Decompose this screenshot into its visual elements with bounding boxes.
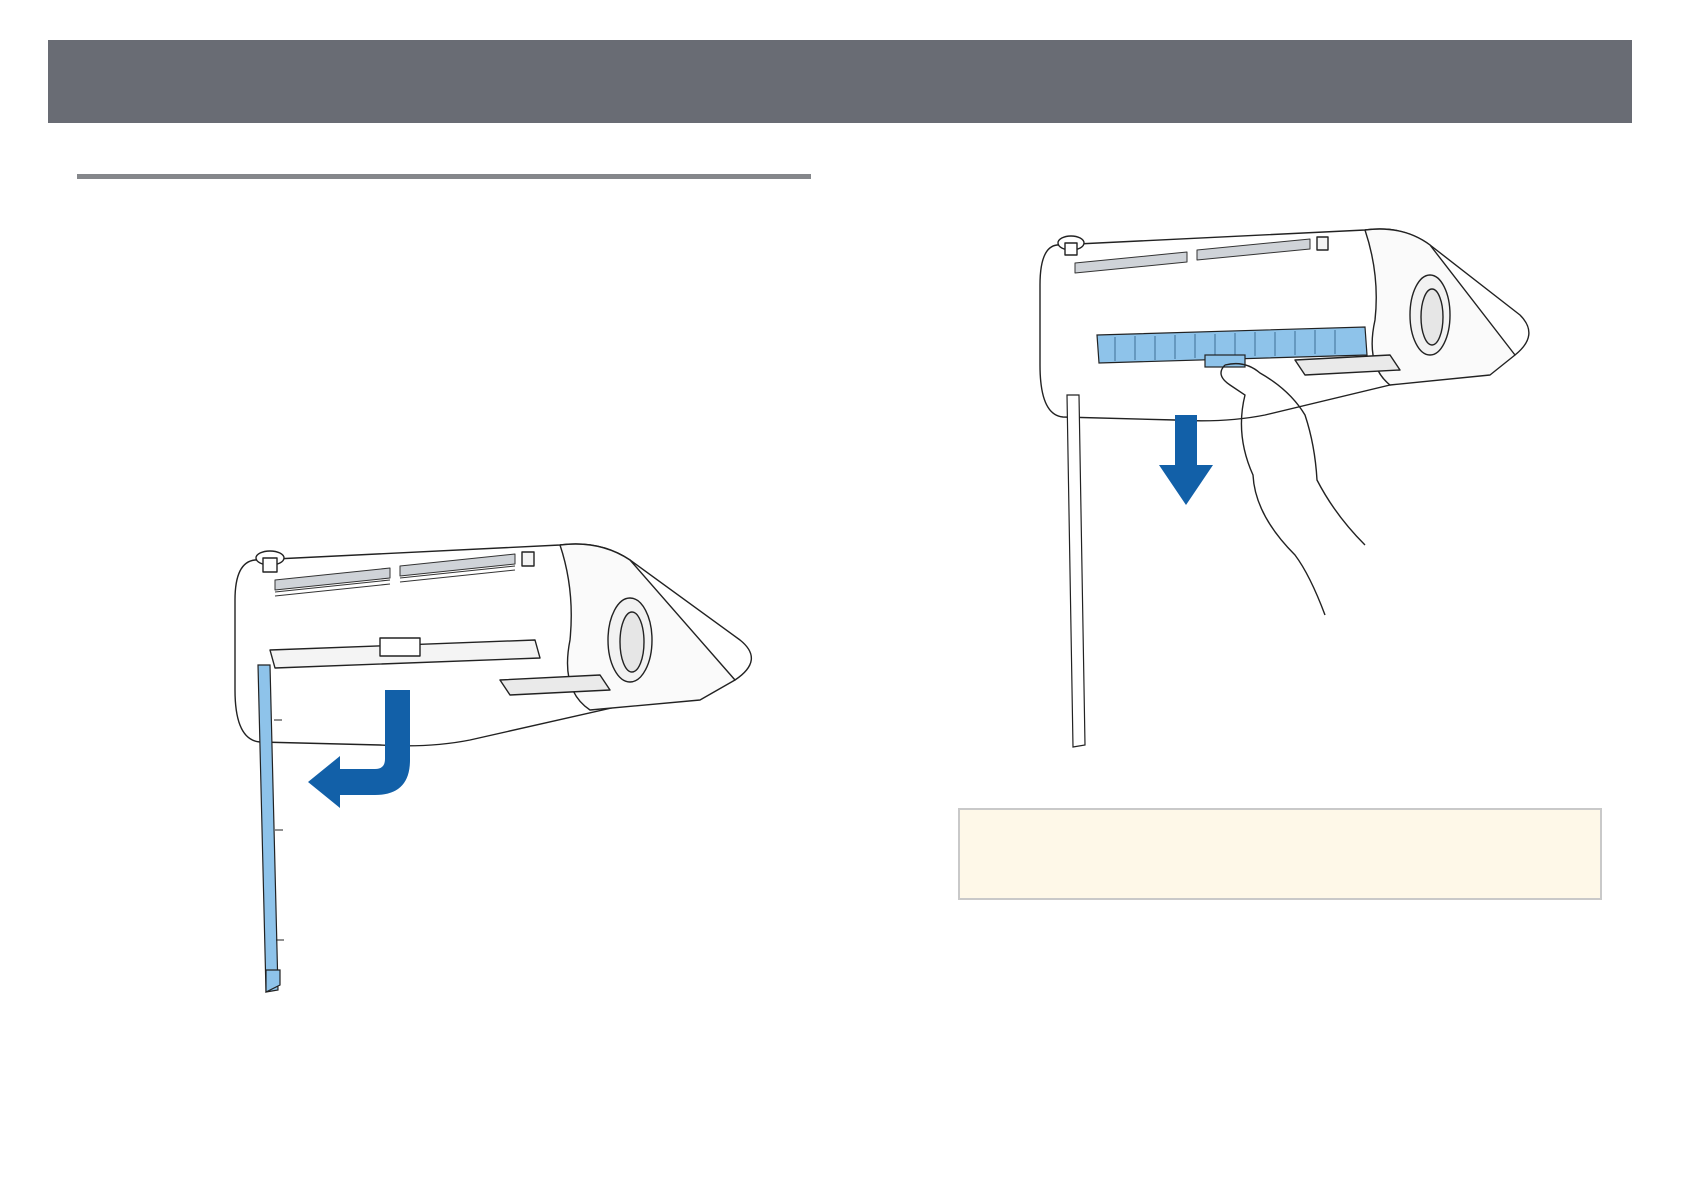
projector-underside-icon xyxy=(235,544,751,746)
section-title-rule xyxy=(77,174,811,179)
remove-air-filter-cover-illustration xyxy=(230,530,760,1085)
note-box xyxy=(958,808,1602,900)
projector-underside-icon xyxy=(1040,229,1529,421)
page-header-bar xyxy=(48,40,1632,123)
pull-out-air-filter-illustration xyxy=(1035,215,1535,760)
down-arrow-icon xyxy=(1159,415,1213,505)
